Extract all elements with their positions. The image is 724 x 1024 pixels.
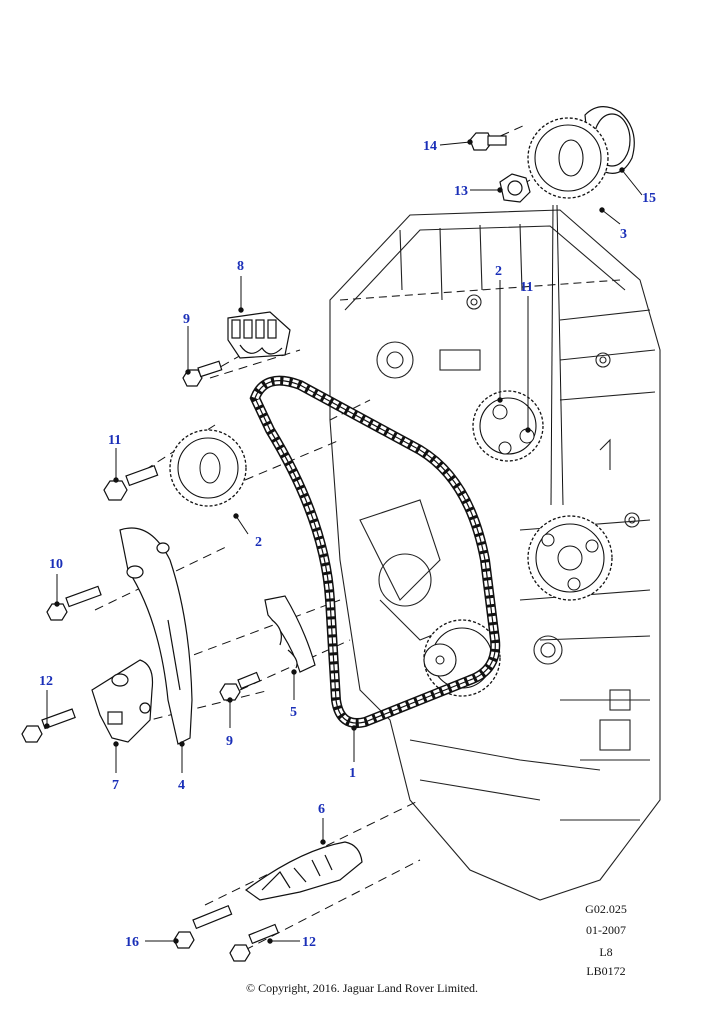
camshaft-sprocket-3-fitted (527, 515, 613, 601)
camshaft-sprocket-upper (527, 117, 609, 199)
callout-12-lower: 12 (302, 935, 316, 950)
callout-15: 15 (642, 191, 656, 206)
bolt-11-left (103, 464, 159, 501)
engine-block (329, 209, 661, 901)
chain-guide-5 (264, 595, 316, 673)
bolt-16 (173, 904, 233, 949)
bolt-9-lower (219, 671, 261, 701)
callout-16: 16 (125, 935, 139, 950)
camshaft-sprocket-2 (472, 390, 544, 462)
flange-nut (499, 173, 531, 203)
callout-14: 14 (423, 139, 437, 154)
bolt-10 (46, 585, 102, 621)
callout-1: 1 (349, 766, 356, 781)
leader-lines (44, 139, 643, 944)
callout-9-lower: 9 (226, 734, 233, 749)
alignment-lines (550, 204, 564, 506)
chain-guide-lower (244, 841, 363, 901)
assembly-lines (94, 124, 531, 951)
callout-11-left: 11 (108, 433, 121, 448)
bolt-9-upper (182, 360, 223, 387)
callout-4: 4 (178, 778, 185, 793)
callout-6: 6 (318, 802, 325, 817)
timing-chain (249, 375, 501, 728)
callout-13: 13 (454, 184, 468, 199)
bolt-12-lower (229, 923, 280, 962)
callout-12-left: 12 (39, 674, 53, 689)
flange-bolt-14 (469, 132, 507, 151)
callout-11-upper: 11 (520, 280, 533, 295)
copyright-notice: © Copyright, 2016. Jaguar Land Rover Lim… (245, 981, 479, 995)
reference-id: LB0172 (586, 964, 626, 978)
reference-model: L8 (599, 945, 613, 959)
chain-guide-upper (227, 311, 291, 359)
callout-2-left: 2 (255, 535, 262, 550)
callout-2-upper: 2 (495, 264, 502, 279)
callout-9-upper: 9 (183, 312, 190, 327)
bolt-12-left (21, 708, 76, 743)
camshaft-sprocket-left (169, 429, 247, 507)
callout-8: 8 (237, 259, 244, 274)
callout-7: 7 (112, 778, 119, 793)
callout-10: 10 (49, 557, 63, 572)
reference-code: G02.025 (585, 902, 627, 916)
tensioner-arm (119, 527, 193, 745)
chain-tensioner (91, 659, 154, 743)
callout-5: 5 (290, 705, 297, 720)
callout-3: 3 (620, 227, 627, 242)
reference-date: 01-2007 (586, 923, 626, 937)
